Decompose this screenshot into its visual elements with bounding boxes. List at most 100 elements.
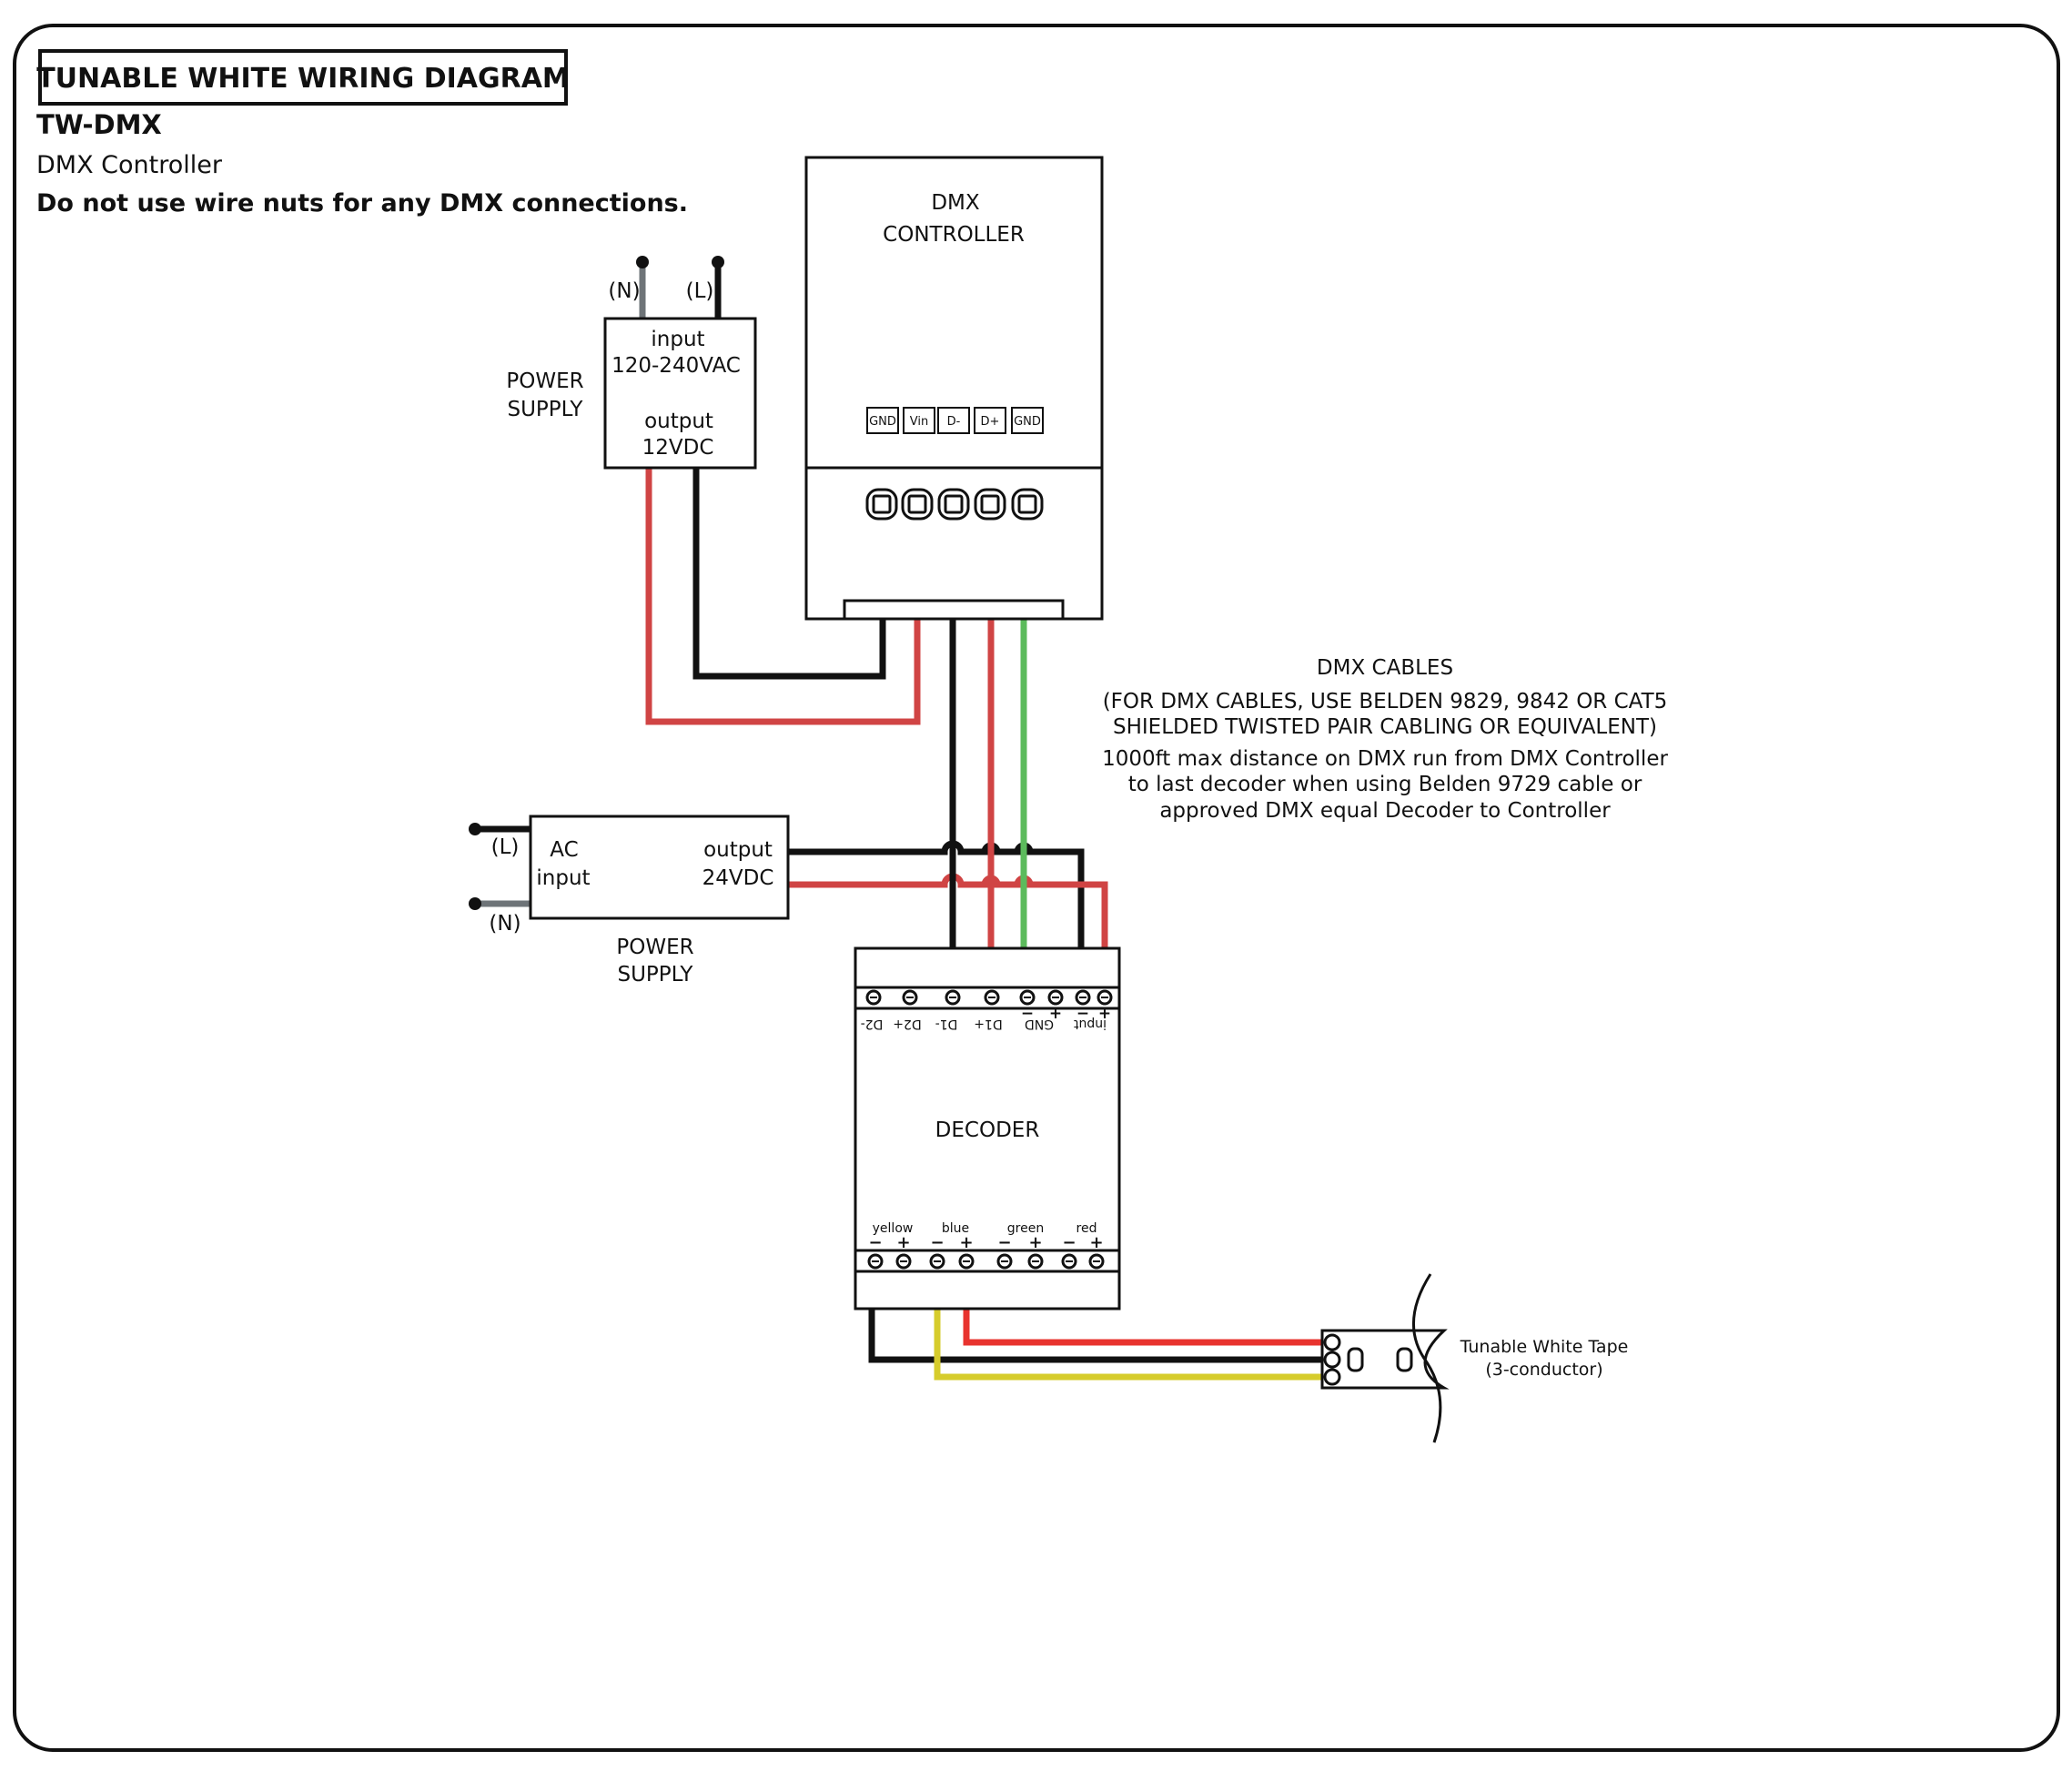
decoder-output-minus: −: [868, 1233, 882, 1252]
decoder-output-group-label: blue: [942, 1221, 969, 1236]
decoder-top-label: input: [1073, 1017, 1107, 1031]
decoder-top-screw: [902, 989, 918, 1006]
decoder-output-plus: +: [959, 1233, 973, 1252]
ctrl-terminal-box: [937, 407, 970, 434]
ps24-input-label-2: input: [536, 866, 590, 890]
decoder-top-screw: [1075, 989, 1091, 1006]
decoder-bottom-screw: [958, 1253, 975, 1270]
decoder-bottom-screw: [867, 1253, 884, 1270]
decoder-output-minus: −: [997, 1233, 1011, 1252]
ctrl-terminal-label: GND: [1014, 415, 1041, 429]
power-supply-12v: input 120-240VAC output 12VDC: [603, 317, 757, 470]
tape-label-line2: (3-conductor): [1485, 1360, 1602, 1380]
decoder-output-minus: −: [930, 1233, 944, 1252]
ctrl-terminal-label: GND: [869, 415, 896, 429]
tape-led-chip-1: [1347, 1347, 1364, 1372]
decoder-top-screw: [1019, 989, 1036, 1006]
ctrl-terminal-label: D+: [981, 415, 1000, 429]
page-title: TUNABLE WHITE WIRING DIAGRAM: [36, 63, 570, 95]
decoder-output-plus: +: [1028, 1233, 1042, 1252]
tape-led-chip-2: [1396, 1347, 1413, 1372]
ctrl-terminal-box: [866, 407, 899, 434]
ctrl-button: [974, 488, 1006, 521]
decoder-bottom-terminal-strip: [854, 1249, 1121, 1273]
decoder-top-label: D1-: [935, 1017, 958, 1031]
warning-text: Do not use wire nuts for any DMX connect…: [36, 189, 688, 218]
ps12-output-value: 12VDC: [642, 436, 714, 460]
ctrl-button: [865, 488, 898, 521]
tape-pad-red: [1323, 1333, 1341, 1351]
ps24-line-terminal: [469, 823, 481, 835]
ps12-line-label: (L): [686, 279, 714, 303]
decoder-polarity-mark: −: [1021, 1005, 1034, 1023]
ps12-input-label: input: [651, 328, 704, 351]
tape-body: [1320, 1329, 1450, 1390]
decoder-top-label: D1+: [974, 1017, 1002, 1031]
decoder-output-minus: −: [1062, 1233, 1076, 1252]
tape-pad-common: [1323, 1351, 1341, 1369]
dmx-controller-label: DMX: [931, 191, 980, 215]
decoder-polarity-mark: +: [1098, 1005, 1111, 1023]
ps12-title-line1: POWER: [506, 369, 583, 393]
ps24-title-line2: SUPPLY: [618, 963, 694, 987]
decoder-bottom-screw: [929, 1253, 945, 1270]
decoder-top-label: D2-: [861, 1017, 884, 1031]
ctrl-terminal-label: Vin: [910, 415, 928, 429]
decoder-bottom-screw: [1027, 1253, 1044, 1270]
ps24-input-label: AC: [550, 838, 578, 862]
decoder-polarity-mark: −: [1076, 1005, 1089, 1023]
ps12-neutral-terminal: [636, 256, 649, 268]
decoder-top-screw: [1097, 989, 1113, 1006]
ctrl-terminal-box: [903, 407, 935, 434]
decoder-label: DECODER: [935, 1118, 1040, 1142]
dmx-cables-heading: DMX CABLES: [1317, 656, 1453, 680]
tape-cut-line: [1411, 1273, 1442, 1443]
ctrl-terminal-box: [1011, 407, 1044, 434]
ps12-input-value: 120-240VAC: [611, 354, 741, 378]
decoder-top-screw: [945, 989, 961, 1006]
decoder-bottom-screw: [895, 1253, 912, 1270]
decoder-polarity-mark: +: [1049, 1005, 1062, 1023]
model-label: TW-DMX: [36, 109, 162, 140]
ps24-output-label: output: [703, 838, 773, 862]
ps12-output-label: output: [644, 410, 713, 433]
dmx-cables-line2: SHIELDED TWISTED PAIR CABLING OR EQUIVAL…: [1113, 715, 1657, 739]
decoder-top-label: D2+: [893, 1017, 921, 1031]
dmx-controller-label-2: CONTROLLER: [883, 223, 1025, 247]
decoder-output-group-label: red: [1076, 1221, 1097, 1236]
decoder-top-screw: [865, 989, 882, 1006]
decoder-top-screw: [1047, 989, 1064, 1006]
decoder-output-plus: +: [1089, 1233, 1103, 1252]
decoder-bottom-screw: [1061, 1253, 1077, 1270]
decoder-top-screw: [984, 989, 1000, 1006]
dmx-cables-line5: approved DMX equal Decoder to Controller: [1159, 799, 1611, 823]
dmx-cables-line4: to last decoder when using Belden 9729 c…: [1128, 773, 1642, 796]
decoder-bottom-screw: [1088, 1253, 1105, 1270]
ps12-neutral-label: (N): [608, 279, 640, 303]
power-supply-24v: AC input output 24VDC: [529, 815, 790, 920]
dmx-controller-connector-strip: [843, 599, 1065, 621]
ps24-output-value: 24VDC: [702, 866, 774, 890]
decoder-bottom-screw: [996, 1253, 1013, 1270]
ps12-negative-wire: [692, 468, 886, 680]
dmx-controller: DMX CONTROLLER GND Vin D- D+ GND: [804, 156, 1104, 621]
ps12-line-terminal: [712, 256, 724, 268]
dmx-cables-note: DMX CABLES (FOR DMX CABLES, USE BELDEN 9…: [1102, 656, 1668, 823]
subtitle: DMX Controller: [36, 151, 223, 179]
dmx-cables-line3: 1000ft max distance on DMX run from DMX …: [1102, 747, 1668, 771]
decoder-output-group-label: green: [1007, 1221, 1044, 1236]
ctrl-terminal-box: [974, 407, 1006, 434]
ps24-line-label: (L): [491, 835, 520, 859]
ctrl-button: [1011, 488, 1044, 521]
page-frame: [13, 24, 2060, 1752]
tape-label-line1: Tunable White Tape: [1460, 1337, 1629, 1357]
decoder-output-plus: +: [896, 1233, 910, 1252]
led-tape: Tunable White Tape (3-conductor): [1320, 1273, 1629, 1443]
ctrl-terminal-label: D-: [947, 415, 961, 429]
ps12-title-line2: SUPPLY: [508, 398, 584, 421]
ps24-neutral-terminal: [469, 897, 481, 910]
decoder-output-group-label: yellow: [873, 1221, 914, 1236]
ctrl-button: [901, 488, 934, 521]
